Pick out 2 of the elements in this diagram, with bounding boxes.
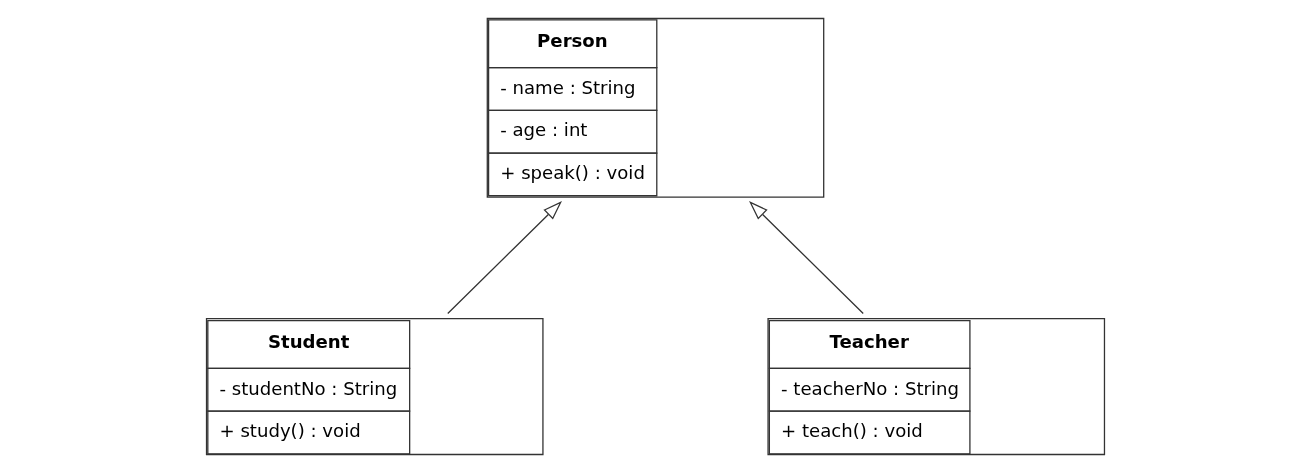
arrow [446, 201, 562, 315]
arrow [748, 201, 864, 315]
